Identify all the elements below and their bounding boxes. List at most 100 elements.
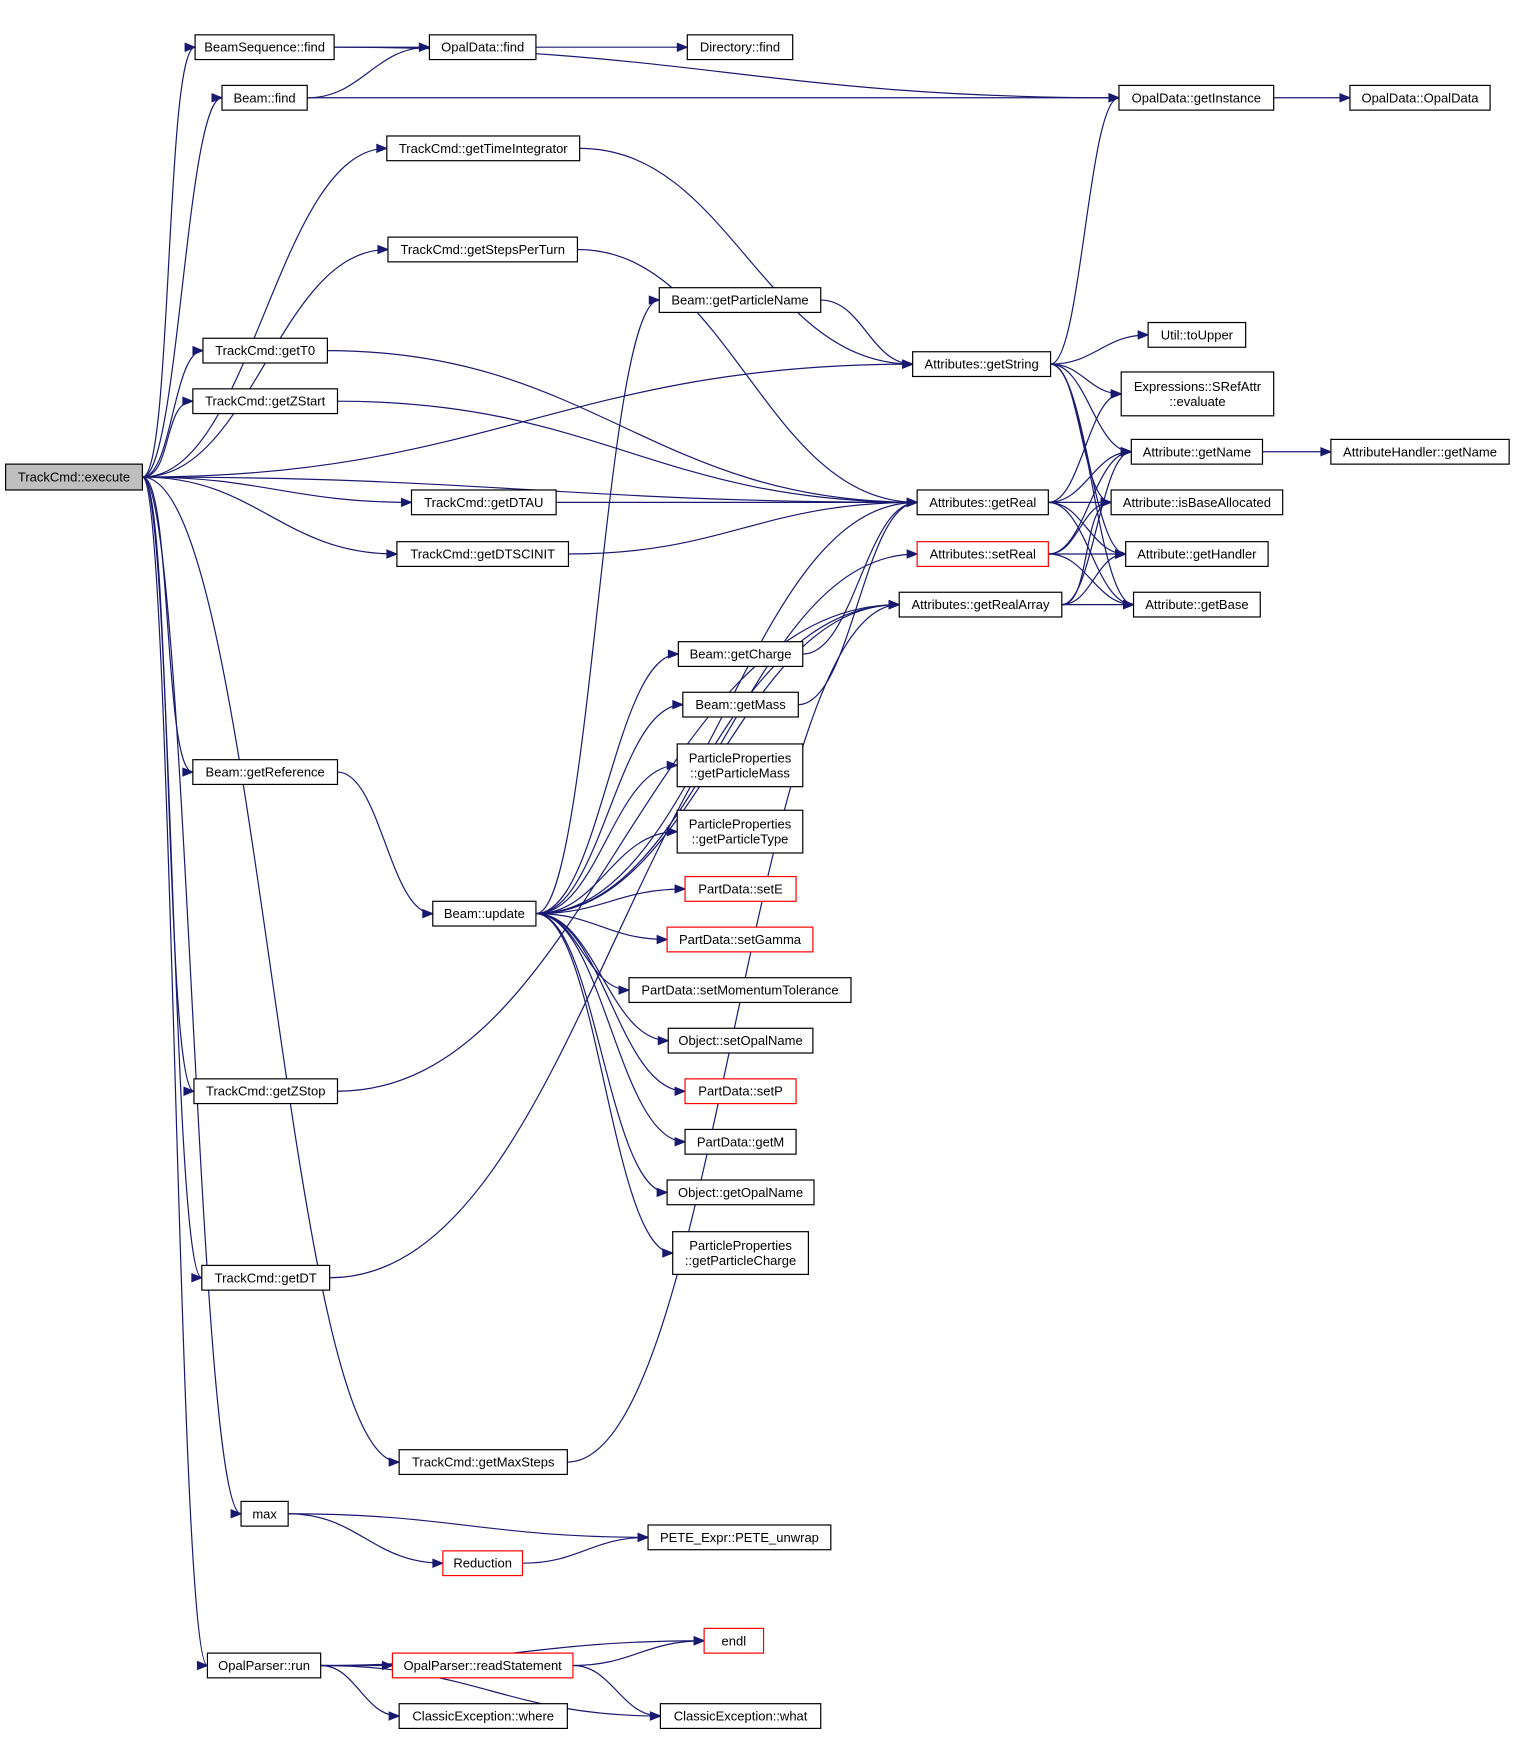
arrowhead xyxy=(902,359,915,369)
node-box xyxy=(386,135,581,162)
node-execute[interactable]: TrackCmd::execute xyxy=(5,463,143,491)
node-label: Attributes::getReal xyxy=(929,495,1036,510)
arrowhead xyxy=(400,497,413,508)
arrowhead xyxy=(196,1660,209,1671)
node-get-charge[interactable]: Beam::getCharge xyxy=(677,641,804,668)
node-get-m[interactable]: PartData::getM xyxy=(684,1128,797,1155)
node-label: ParticleProperties xyxy=(689,1238,792,1253)
node-pp-get-type[interactable]: ParticleProperties::getParticleType xyxy=(676,809,804,854)
node-get-steps-per-turn[interactable]: TrackCmd::getStepsPerTurn xyxy=(387,236,579,263)
node-endl[interactable]: endl xyxy=(703,1627,765,1654)
edge-parser-run-to-exc-where xyxy=(320,1664,401,1721)
node-beamseq-find[interactable]: BeamSequence::find xyxy=(194,34,335,61)
edge-line xyxy=(288,1513,443,1564)
edge-execute-to-get-reference xyxy=(142,476,195,777)
node-get-t0[interactable]: TrackCmd::getT0 xyxy=(202,337,328,364)
node-get-dtau[interactable]: TrackCmd::getDTAU xyxy=(410,489,557,516)
node-label: ParticleProperties xyxy=(689,817,792,832)
edge-line xyxy=(337,400,918,503)
node-get-real-array[interactable]: Attributes::getRealArray xyxy=(898,591,1063,618)
node-read-statement[interactable]: OpalParser::readStatement xyxy=(391,1652,574,1679)
node-attribute-get-name[interactable]: Attribute::getName xyxy=(1130,438,1264,465)
node-set-e[interactable]: PartData::setE xyxy=(684,875,797,902)
node-label: Attributes::setReal xyxy=(930,547,1036,562)
node-is-base-allocated[interactable]: Attribute::isBaseAllocated xyxy=(1110,489,1284,516)
edge-line xyxy=(329,604,900,1279)
edge-line xyxy=(142,147,387,478)
node-pp-get-charge[interactable]: ParticleProperties::getParticleCharge xyxy=(672,1231,809,1275)
node-get-particle-name[interactable]: Beam::getParticleName xyxy=(658,287,822,314)
node-opaldata-ctor[interactable]: OpalData::OpalData xyxy=(1349,84,1491,111)
node-get-mass[interactable]: Beam::getMass xyxy=(682,691,799,718)
node-set-momentum-tol[interactable]: PartData::setMomentumTolerance xyxy=(628,977,852,1004)
node-directory-find[interactable]: Directory::find xyxy=(686,34,794,61)
node-max[interactable]: max xyxy=(240,1500,289,1527)
node-set-opal-name[interactable]: Object::setOpalName xyxy=(667,1027,814,1054)
edge-beam-update-to-get-particle-name xyxy=(535,295,661,915)
edge-line xyxy=(1048,451,1132,555)
node-set-p[interactable]: PartData::setP xyxy=(684,1078,797,1105)
edge-line xyxy=(337,771,433,915)
edge-attr-get-string-to-attribute-get-name xyxy=(1050,363,1133,457)
node-util-to-upper[interactable]: Util::toUpper xyxy=(1147,321,1247,348)
node-label: Object::getOpalName xyxy=(678,1185,803,1200)
node-attr-get-real[interactable]: Attributes::getReal xyxy=(916,489,1049,516)
node-opaldata-find[interactable]: OpalData::find xyxy=(428,34,537,61)
edge-line xyxy=(535,764,678,915)
arrowhead xyxy=(674,884,687,894)
node-parser-run[interactable]: OpalParser::run xyxy=(206,1652,322,1679)
node-get-dtscinit[interactable]: TrackCmd::getDTSCINIT xyxy=(396,541,570,567)
node-srefattr-eval[interactable]: Expressions::SRefAttr::evaluate xyxy=(1120,371,1275,417)
node-get-opal-name[interactable]: Object::getOpalName xyxy=(666,1179,815,1206)
node-box xyxy=(1330,438,1510,465)
edge-beam-update-to-set-e xyxy=(535,884,687,915)
node-get-zstart[interactable]: TrackCmd::getZStart xyxy=(192,388,339,415)
arrowhead xyxy=(1120,447,1133,457)
node-get-time-integrator[interactable]: TrackCmd::getTimeIntegrator xyxy=(386,135,581,162)
edge-line xyxy=(535,553,918,915)
edge-line xyxy=(1048,451,1132,503)
edge-read-statement-to-exc-what xyxy=(572,1664,662,1721)
arrowhead xyxy=(432,1558,445,1568)
edge-line xyxy=(327,350,918,503)
node-label: ClassicException::where xyxy=(412,1709,554,1724)
node-reduction[interactable]: Reduction xyxy=(442,1550,524,1577)
arrowhead xyxy=(191,1273,204,1283)
node-label: Util::toUpper xyxy=(1161,327,1234,342)
edge-line xyxy=(535,913,686,1092)
node-exc-what[interactable]: ClassicException::what xyxy=(659,1703,822,1730)
edge-attribute-get-name-to-handler-get-name xyxy=(1262,447,1333,457)
node-box xyxy=(387,236,579,263)
node-attr-get-string[interactable]: Attributes::getString xyxy=(912,351,1052,378)
edge-line xyxy=(535,704,683,915)
node-beam-update[interactable]: Beam::update xyxy=(432,900,537,927)
node-label: Expressions::SRefAttr xyxy=(1134,379,1262,394)
node-set-gamma[interactable]: PartData::setGamma xyxy=(666,926,814,953)
edge-beam-update-to-get-opal-name xyxy=(535,913,669,1198)
edge-get-mass-to-attr-get-real xyxy=(798,497,919,706)
edge-execute-to-beam-find xyxy=(142,93,224,478)
node-label: OpalData::OpalData xyxy=(1361,90,1479,105)
node-pete-unwrap[interactable]: PETE_Expr::PETE_unwrap xyxy=(647,1524,832,1551)
node-attr-set-real[interactable]: Attributes::setReal xyxy=(916,541,1049,567)
node-get-dt[interactable]: TrackCmd::getDT xyxy=(201,1264,331,1291)
node-box xyxy=(240,1500,289,1527)
node-get-zstop[interactable]: TrackCmd::getZStop xyxy=(193,1078,339,1105)
node-exc-where[interactable]: ClassicException::where xyxy=(398,1703,568,1730)
node-get-max-steps[interactable]: TrackCmd::getMaxSteps xyxy=(398,1449,568,1476)
edge-line xyxy=(141,476,208,1667)
node-beam-find[interactable]: Beam::find xyxy=(221,84,308,111)
node-get-base[interactable]: Attribute::getBase xyxy=(1132,591,1261,618)
node-handler-get-name[interactable]: AttributeHandler::getName xyxy=(1330,438,1510,465)
arrowhead xyxy=(906,549,919,559)
node-get-instance[interactable]: OpalData::getInstance xyxy=(1118,84,1275,111)
arrowhead xyxy=(637,1532,650,1543)
edge-execute-to-parser-run xyxy=(141,476,209,1671)
node-box xyxy=(916,541,1049,567)
node-box xyxy=(442,1550,524,1577)
edge-line xyxy=(579,147,913,365)
node-get-reference[interactable]: Beam::getReference xyxy=(192,759,339,786)
node-box xyxy=(684,875,797,902)
node-pp-get-mass[interactable]: ParticleProperties::getParticleMass xyxy=(676,743,804,788)
node-get-handler[interactable]: Attribute::getHandler xyxy=(1125,541,1269,567)
